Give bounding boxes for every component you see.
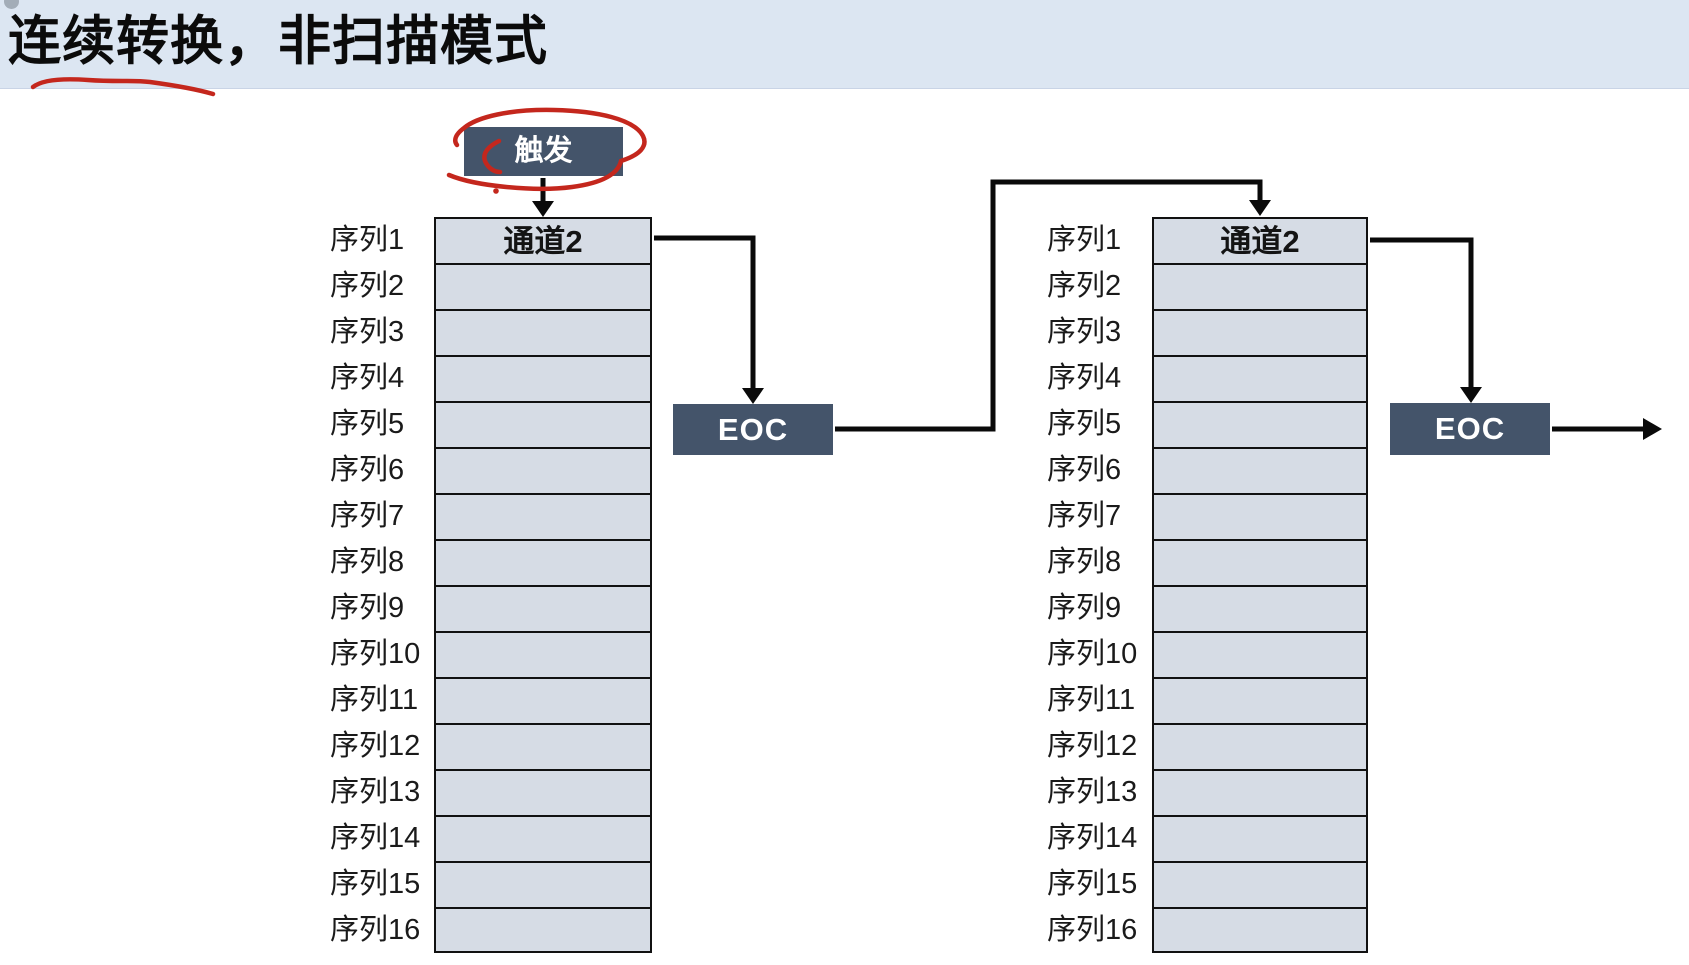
sequence-label: 序列3 [1047,316,1122,348]
screen-artifact-dot [4,0,19,9]
right-sequence-labels: 序列1 序列2 序列3 序列4 序列5 序列6 序列7 序列8 序列9 序列10 序列11 序列12 序… [1047,217,1167,953]
sequence-label: 序列12 [1047,730,1138,762]
sequence-label: 序列8 [1047,546,1122,578]
right-sequence-table: 通道2 [1152,217,1368,953]
sequence-label: 序列6 [330,454,405,486]
sequence-label: 序列5 [1047,408,1122,440]
sequence-label: 序列16 [1047,914,1138,946]
eoc-box-right: EOC [1390,403,1550,455]
sequence-label: 序列15 [1047,868,1138,900]
sequence-label: 序列10 [330,638,421,670]
sequence-label: 序列11 [1047,684,1136,716]
trigger-arrow [532,178,554,217]
right-table-to-eoc-connector [1370,237,1482,403]
sequence-label: 序列13 [330,776,421,808]
sequence-label: 序列12 [330,730,421,762]
left-channel-header: 通道2 [503,224,583,259]
left-sequence-table: 通道2 [434,217,652,953]
table-row-lines [1154,219,1366,951]
sequence-label: 序列2 [330,270,405,302]
trigger-label: 触发 [514,135,573,167]
sequence-label: 序列1 [1047,224,1122,256]
right-channel-header: 通道2 [1220,224,1300,259]
title-bar: 连续转换，非扫描模式 [0,0,1689,89]
sequence-label: 序列6 [1047,454,1122,486]
eoc-output-arrow [1552,418,1662,440]
sequence-label: 序列11 [330,684,419,716]
eoc-box-left: EOC [673,404,833,455]
left-table-to-eoc-connector [654,235,764,404]
sequence-label: 序列14 [330,822,421,854]
sequence-label: 序列7 [1047,500,1122,532]
sequence-label: 序列9 [1047,592,1122,624]
sequence-label: 序列8 [330,546,405,578]
sequence-label: 序列4 [330,362,405,394]
sequence-label: 序列9 [330,592,405,624]
sequence-label: 序列13 [1047,776,1138,808]
page-title: 连续转换，非扫描模式 [8,12,548,71]
table-row-lines [436,219,650,951]
sequence-label: 序列15 [330,868,421,900]
left-sequence-labels: 序列1 序列2 序列3 序列4 序列5 序列6 序列7 序列8 序列9 序列10 序列11 序列12 序… [330,217,450,953]
sequence-label: 序列4 [1047,362,1122,394]
sequence-label: 序列7 [330,500,405,532]
trigger-box: 触发 [464,127,623,176]
red-dot-annotation [493,188,499,194]
sequence-label: 序列2 [1047,270,1122,302]
sequence-label: 序列5 [330,408,405,440]
sequence-label: 序列16 [330,914,421,946]
sequence-label: 序列10 [1047,638,1138,670]
sequence-label: 序列14 [1047,822,1138,854]
sequence-label: 序列1 [330,224,405,256]
sequence-label: 序列3 [330,316,405,348]
